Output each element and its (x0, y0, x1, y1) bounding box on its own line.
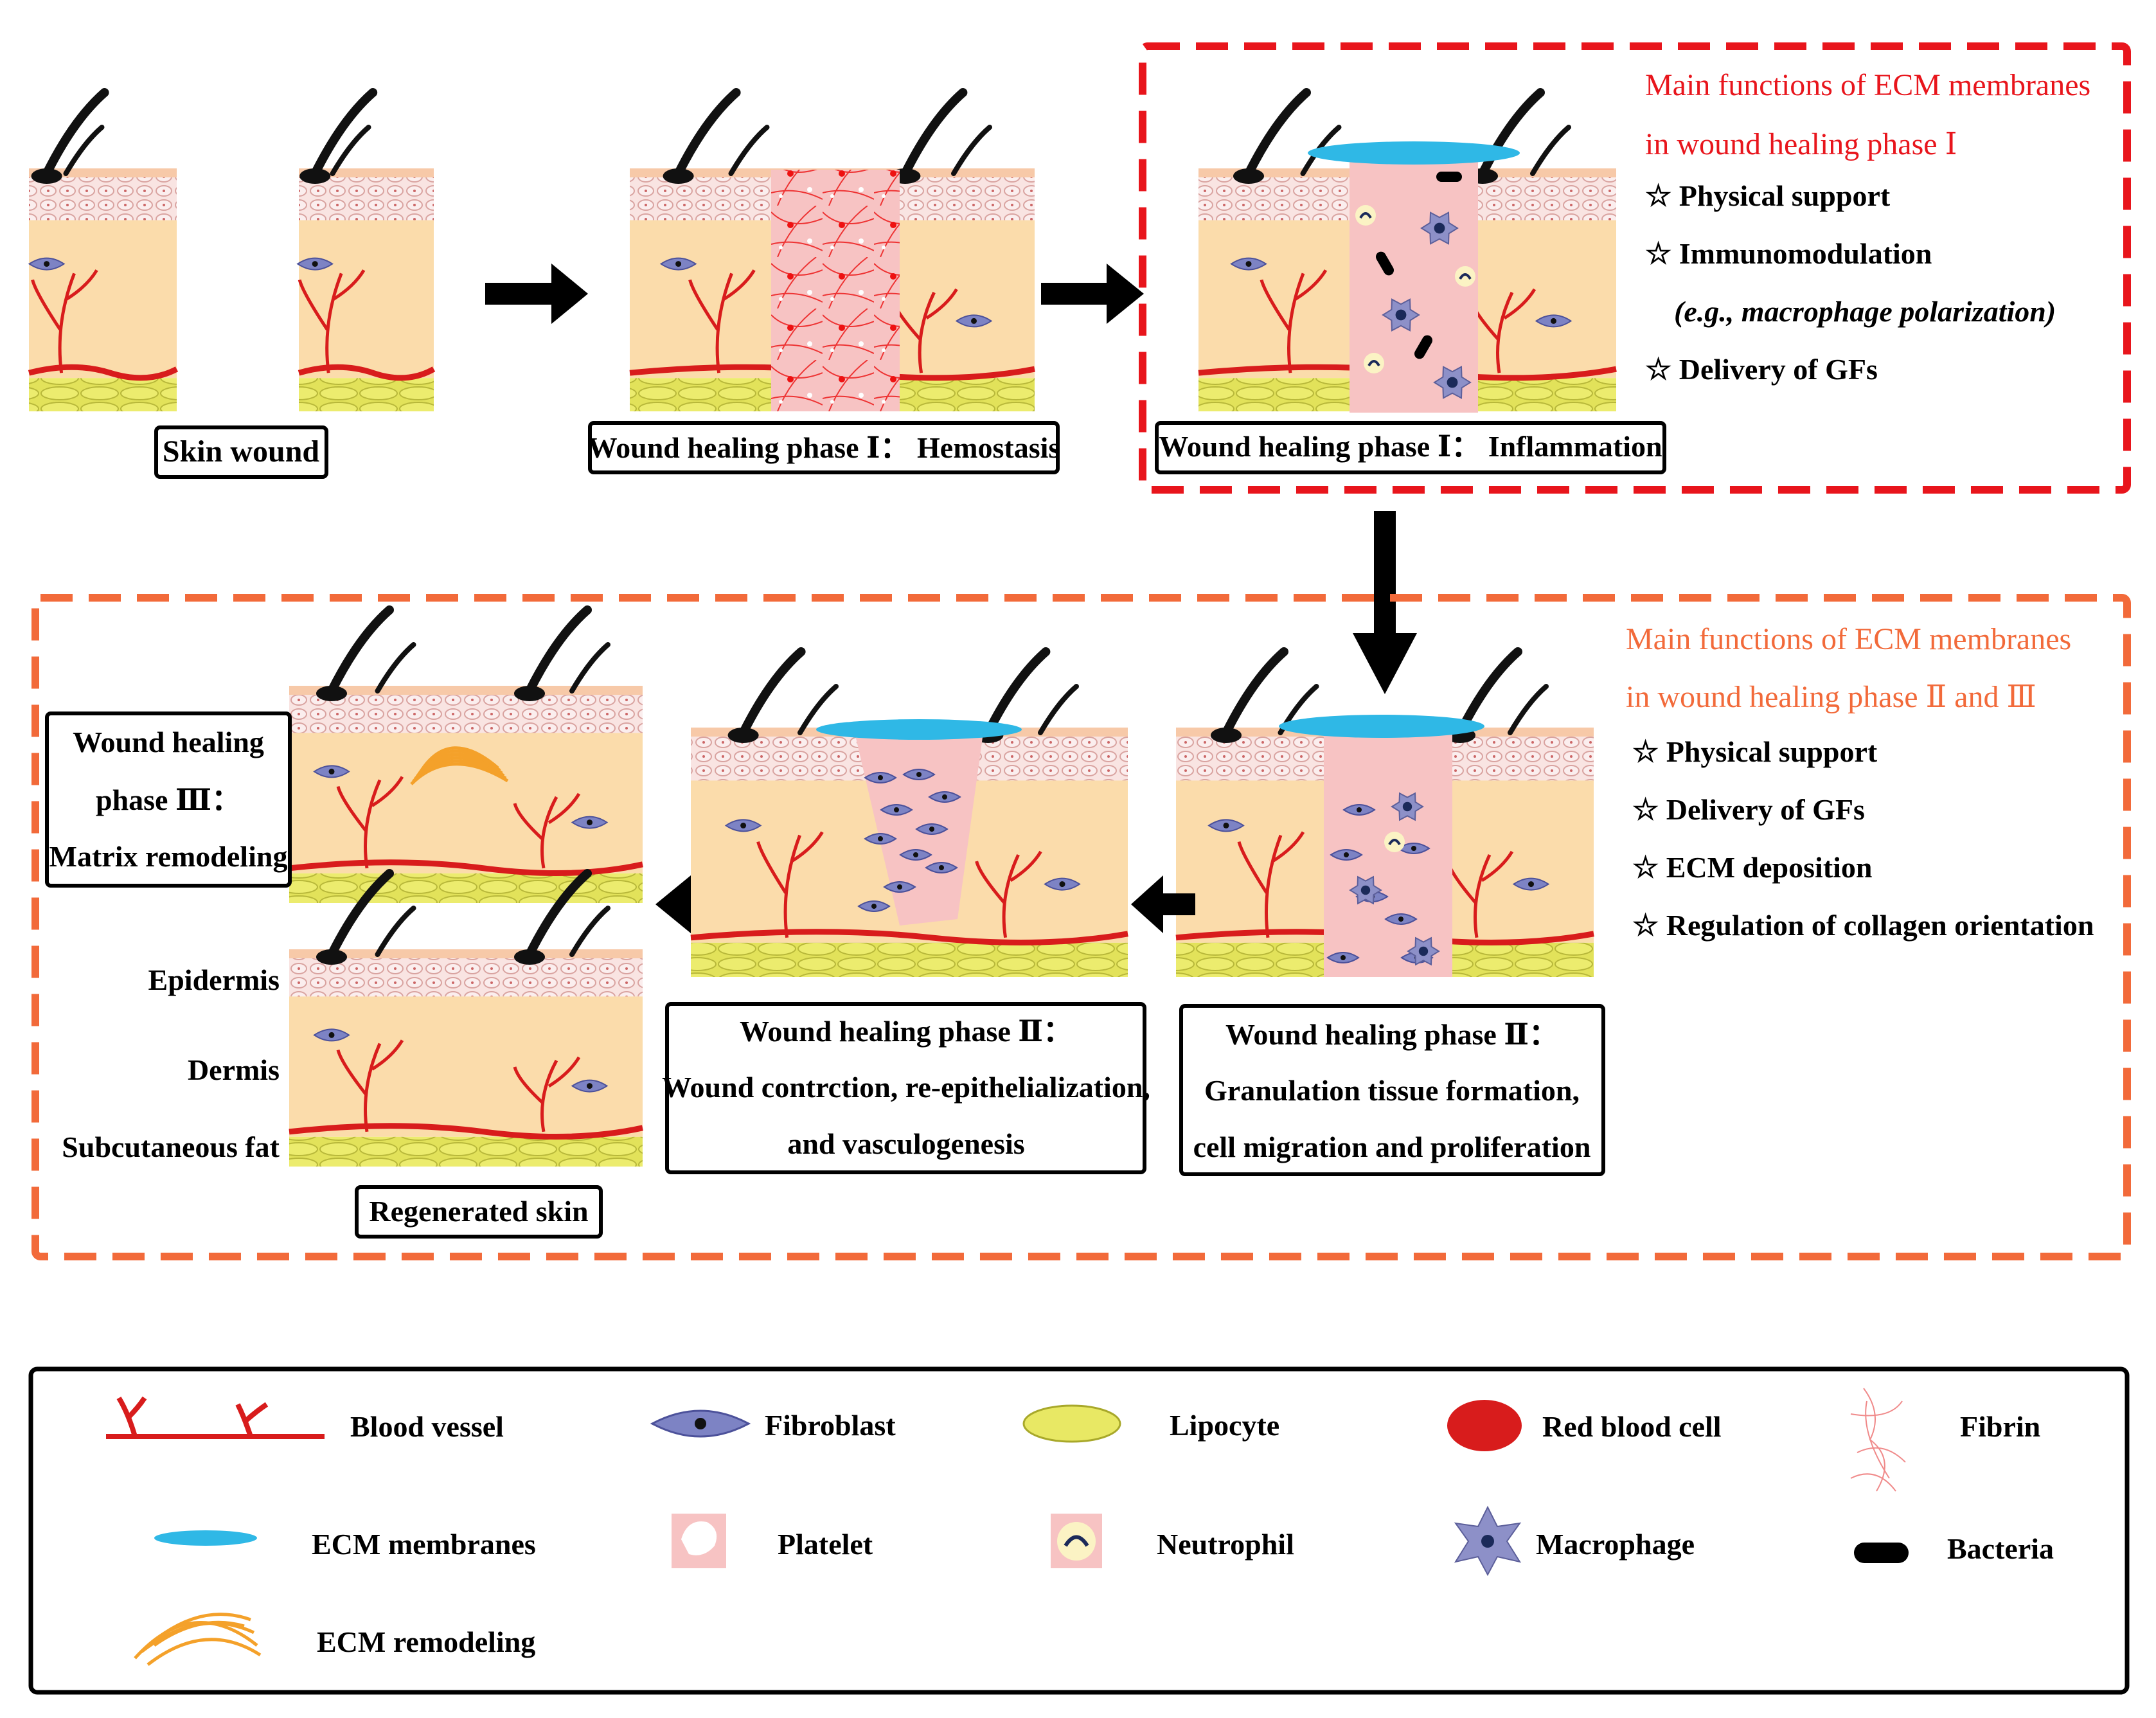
caption-granulation-line1: Wound healing phase Ⅱ： (1225, 1018, 1558, 1051)
arrow-right-2 (1041, 264, 1144, 324)
legend-neutrophil-label: Neutrophil (1157, 1528, 1294, 1561)
ecm-remodeling-deposit (410, 746, 509, 785)
legend-fibrin-label: Fibrin (1960, 1410, 2040, 1443)
phase1-item-immunomodulation: ☆ Immunomodulation (1645, 237, 1932, 270)
caption-hemostasis: Wound healing phase Ⅰ： Hemostasis (588, 431, 1060, 464)
legend-fibroblast-label: Fibroblast (765, 1409, 896, 1442)
phase23-title-line1: Main functions of ECM membranes (1626, 622, 2071, 656)
caption-box-hemostasis (588, 421, 1060, 474)
phase23-item-collagen-orientation: ☆ Regulation of collagen orientation (1632, 909, 2094, 942)
legend-blood-vessel-icon (106, 1396, 325, 1439)
legend-bacteria-icon (1854, 1543, 1909, 1563)
phase1-item-delivery-gfs: ☆ Delivery of GFs (1645, 353, 1878, 386)
legend-bacteria-label: Bacteria (1947, 1532, 2054, 1565)
phase1-item-macrophage-polarization: (e.g., macrophage polarization) (1674, 295, 2056, 328)
contraction-wound (816, 719, 1022, 926)
arrow-down (1353, 511, 1417, 694)
legend-platelet-label: Platelet (778, 1528, 873, 1561)
caption-inflammation: Wound healing phase Ⅰ： Inflammation (1159, 430, 1662, 463)
caption-contraction-line3: and vasculogenesis (787, 1127, 1024, 1160)
phase1-functions-box: Main functions of ECM membranes in wound… (1139, 42, 2131, 494)
phase23-item-physical-support: ☆ Physical support (1632, 735, 1878, 768)
skin-block-regenerated (289, 869, 643, 1167)
arrow-left-1 (1131, 875, 1195, 933)
hemostasis-wound (771, 170, 900, 411)
legend-ecm-remodeling-label: ECM remodeling (317, 1625, 535, 1658)
caption-remodeling-line1: Wound healing (73, 726, 264, 758)
skin-block-wound-right (296, 88, 436, 411)
caption-skin-wound: Skin wound (163, 434, 319, 469)
phase23-title-line2: in wound healing phase Ⅱ and Ⅲ (1626, 680, 2036, 714)
caption-box-regenerated (355, 1185, 603, 1239)
legend-fibroblast-icon (650, 1409, 751, 1438)
legend-platelet-icon (672, 1514, 726, 1568)
skin-block-wound-left (28, 88, 179, 411)
flow-arrows (485, 264, 1417, 933)
caption-box-skin-wound (154, 425, 328, 479)
legend-ecm-membranes-icon (154, 1530, 257, 1546)
caption-box-contraction (665, 1002, 1146, 1174)
label-epidermis: Epidermis (148, 963, 280, 996)
inflammation-wound (1308, 141, 1520, 413)
captions: Skin wound Wound healing phase Ⅰ： Hemost… (45, 421, 1666, 1239)
legend-blood-vessel-label: Blood vessel (350, 1410, 504, 1443)
arrow-right-1 (485, 264, 588, 324)
caption-contraction-line2: Wound contrction, re-epithelialization, (662, 1071, 1150, 1104)
legend-ecm-membranes-label: ECM membranes (312, 1528, 536, 1561)
legend-red-blood-cell-label: Red blood cell (1542, 1410, 1722, 1443)
caption-remodeling-line3: Matrix remodeling (49, 840, 288, 873)
caption-box-granulation (1179, 1004, 1605, 1176)
caption-granulation-line2: Granulation tissue formation, (1204, 1074, 1580, 1107)
phase23-item-ecm-deposition: ☆ ECM deposition (1632, 851, 1873, 884)
arrow-left-2 (655, 875, 691, 933)
legend-red-blood-cell-icon (1447, 1400, 1522, 1451)
caption-box-remodeling (45, 711, 292, 888)
legend-fibrin-icon (1850, 1388, 1906, 1492)
legend-lipocyte-label: Lipocyte (1170, 1409, 1279, 1442)
legend-ecm-remodeling-icon (134, 1613, 262, 1666)
caption-contraction-line1: Wound healing phase Ⅱ： (740, 1015, 1073, 1048)
legend-lipocyte-icon (1022, 1404, 1121, 1443)
phase1-title-line1: Main functions of ECM membranes (1645, 68, 2090, 102)
label-dermis: Dermis (188, 1053, 280, 1086)
phase23-item-delivery-gfs: ☆ Delivery of GFs (1632, 793, 1865, 826)
granulation-wound (1279, 715, 1484, 977)
caption-granulation-line3: cell migration and proliferation (1193, 1131, 1591, 1163)
caption-box-inflammation (1155, 421, 1666, 474)
phase23-functions-box: Main functions of ECM membranes in wound… (31, 594, 2131, 1260)
label-subcutaneous-fat: Subcutaneous fat (62, 1131, 280, 1163)
legend-neutrophil-icon (1051, 1514, 1102, 1568)
legend-macrophage-label: Macrophage (1536, 1528, 1695, 1561)
phase1-title-line2: in wound healing phase Ⅰ (1645, 127, 1957, 161)
legend-macrophage-icon (1454, 1505, 1522, 1577)
legend: Blood vessel Fibroblast Lipocyte Red blo… (28, 1366, 2130, 1695)
caption-regenerated: Regenerated skin (369, 1195, 588, 1228)
phase1-item-physical-support: ☆ Physical support (1645, 179, 1891, 212)
caption-remodeling-line2: phase Ⅲ： (96, 783, 241, 816)
